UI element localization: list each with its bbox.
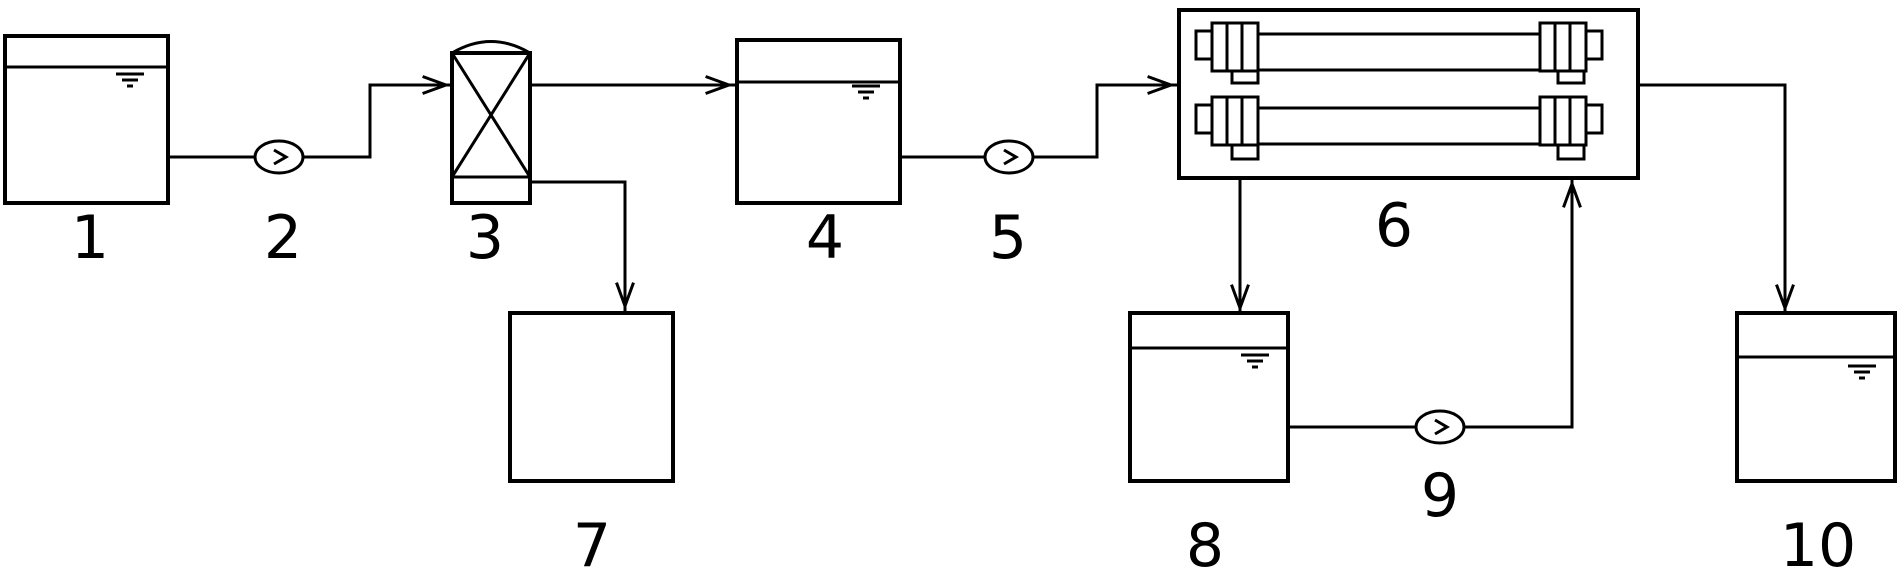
label-7: 7	[573, 511, 611, 573]
label-10: 10	[1780, 511, 1856, 573]
arrow-head-icon	[1775, 284, 1795, 313]
label-2: 2	[264, 203, 302, 273]
label-1: 1	[71, 203, 109, 273]
tank-1	[3, 34, 170, 205]
pump-icon	[1414, 409, 1466, 445]
pump-icon	[253, 139, 305, 175]
arrow-head-icon	[422, 75, 451, 95]
label-8: 8	[1186, 511, 1224, 573]
column-3	[449, 40, 533, 205]
label-6: 6	[1375, 191, 1413, 261]
label-9: 9	[1421, 461, 1459, 531]
tank-7	[508, 311, 675, 483]
pump-icon	[983, 139, 1035, 175]
flow-arrows	[422, 75, 1795, 313]
arrow-head-icon	[615, 282, 635, 311]
label-3: 3	[466, 203, 504, 273]
arrow-head-icon	[1147, 75, 1176, 95]
arrow-head-icon	[1230, 284, 1250, 313]
tank-4	[735, 38, 902, 205]
label-5: 5	[989, 203, 1027, 273]
membrane-module-6	[1177, 8, 1640, 180]
arrow-head-icon	[1562, 179, 1582, 208]
label-4: 4	[806, 203, 844, 273]
tank-8	[1128, 311, 1290, 483]
pipes	[168, 83, 1787, 429]
tank-10	[1735, 311, 1897, 483]
arrow-head-icon	[705, 75, 734, 95]
